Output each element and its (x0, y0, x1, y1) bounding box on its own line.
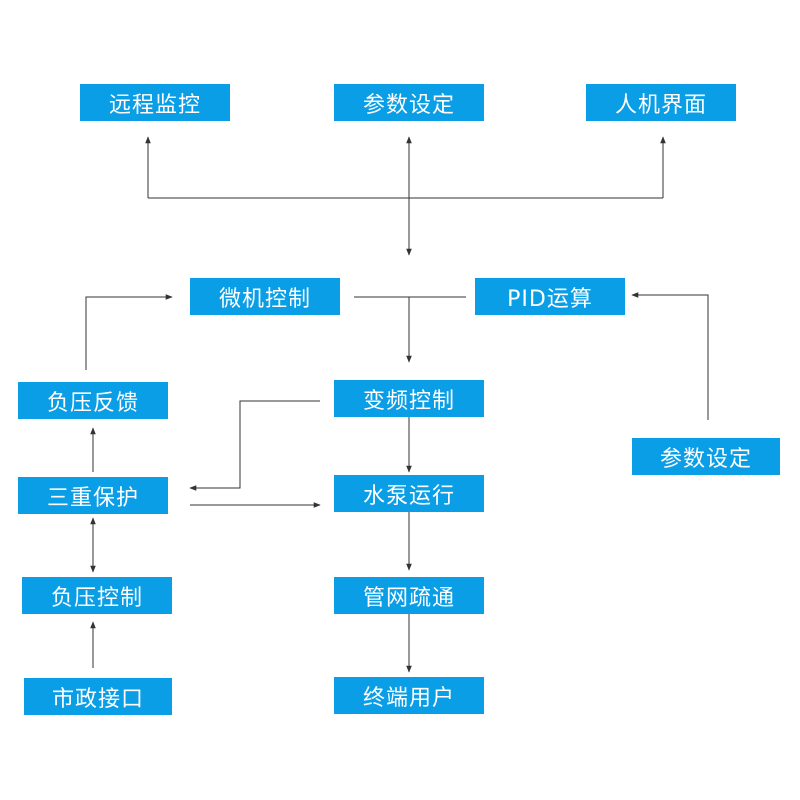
node-pump-run: 水泵运行 (334, 475, 484, 512)
node-pid: PID运算 (475, 278, 625, 315)
node-param-set-top: 参数设定 (334, 84, 484, 121)
node-hmi: 人机界面 (586, 84, 736, 121)
node-end-user: 终端用户 (334, 677, 484, 714)
node-micro-control: 微机控制 (190, 278, 340, 315)
node-triple-protect: 三重保护 (18, 477, 168, 514)
node-neg-feedback: 负压反馈 (18, 382, 168, 419)
arrow-vfd-to-protect (189, 400, 320, 491)
node-neg-control: 负压控制 (22, 577, 172, 614)
node-pipe-clear: 管网疏通 (334, 577, 484, 614)
arrow-param-to-pid (631, 292, 709, 420)
node-param-set-right: 参数设定 (632, 438, 780, 475)
node-remote-monitor: 远程监控 (80, 84, 230, 121)
node-municipal: 市政接口 (24, 678, 172, 715)
node-vfd-control: 变频控制 (334, 380, 484, 417)
arrow-feedback-to-micro (85, 294, 173, 370)
